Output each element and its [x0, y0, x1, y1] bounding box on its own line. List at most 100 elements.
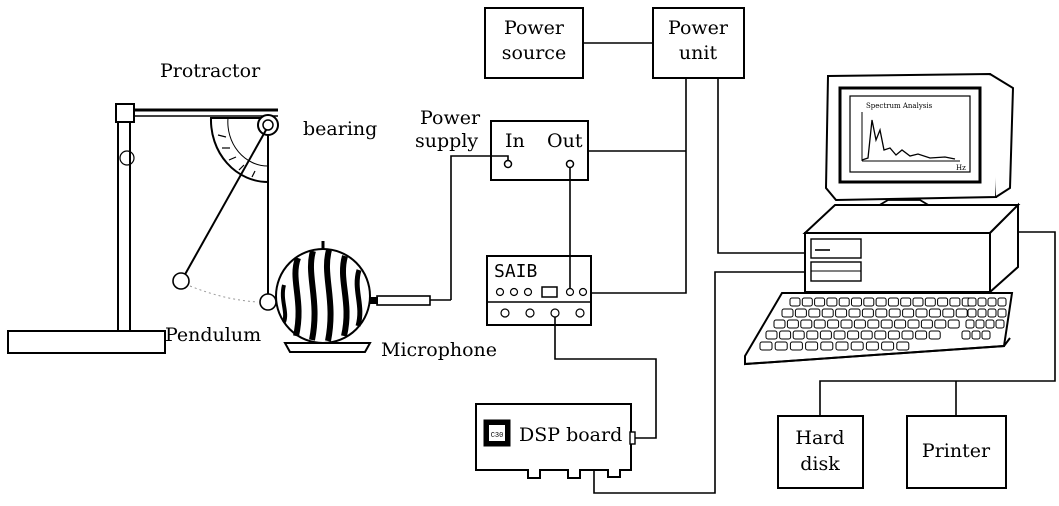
keyboard-key — [967, 297, 977, 307]
keyboard-key — [907, 319, 920, 329]
wire-mic-in — [450, 155, 509, 300]
power-source-label-1: Power — [504, 17, 565, 39]
wire-unit-saib — [591, 78, 687, 294]
dsp-board-card — [475, 403, 632, 479]
keyboard-key — [967, 308, 977, 318]
keyboard-key — [853, 319, 866, 329]
keyboard-key — [840, 319, 853, 329]
keyboard-key — [801, 297, 813, 307]
power-source-label-2: source — [502, 42, 566, 64]
keyboard-key — [934, 319, 947, 329]
wire-unit-computer — [717, 78, 805, 254]
computer-monitor — [824, 72, 1015, 213]
computer-keyboard — [744, 292, 1014, 366]
keyboard-key — [997, 297, 1007, 307]
keyboard-key — [971, 330, 981, 340]
printer-label: Printer — [922, 440, 991, 462]
power-supply-label-1: Power — [420, 107, 481, 129]
keyboard-key — [949, 297, 961, 307]
keyboard-key — [835, 308, 848, 318]
stand-knob — [119, 150, 135, 166]
keyboard-key — [977, 297, 987, 307]
screen-title: Spectrum Analysis — [866, 102, 933, 110]
keyboard-key — [937, 297, 949, 307]
keyboard-key — [924, 297, 936, 307]
keyboard-key — [915, 308, 928, 318]
keyboard-key — [867, 319, 880, 329]
keyboard-key — [838, 297, 850, 307]
keyboard-key — [833, 330, 846, 340]
keyboard-key — [981, 330, 991, 340]
floppy-drive — [810, 238, 862, 259]
keyboard-key — [792, 330, 805, 340]
hard-disk-box — [777, 415, 864, 489]
keyboard-key — [985, 319, 995, 329]
watermelon — [275, 241, 372, 353]
keyboard-key — [881, 341, 895, 351]
keyboard-key — [789, 341, 803, 351]
keyboard-key — [912, 297, 924, 307]
power-supply-box — [490, 120, 589, 181]
hard-disk-label-2: disk — [800, 453, 840, 475]
computer-cpu — [802, 202, 1021, 295]
keyboard-key — [928, 308, 941, 318]
keyboard-key — [773, 319, 786, 329]
keyboard-key — [875, 308, 888, 318]
keyboard-key — [820, 341, 834, 351]
printer-box — [906, 415, 1007, 489]
keyboard-key — [865, 341, 879, 351]
bearing-label: bearing — [303, 118, 377, 140]
keyboard-key — [887, 297, 899, 307]
protractor — [209, 114, 279, 184]
saib-label: SAIB — [494, 261, 537, 282]
keyboard-key — [848, 308, 861, 318]
keyboard-key — [860, 330, 873, 340]
microphone-body — [376, 295, 431, 306]
keyboard-key — [863, 297, 875, 307]
keyboard-key — [920, 319, 933, 329]
keyboard-key — [995, 319, 1005, 329]
screen-axis-label: Hz — [956, 164, 966, 172]
keyboard-key — [808, 308, 821, 318]
keyboard-key — [977, 308, 987, 318]
keyboard-key — [896, 341, 910, 351]
pendulum — [172, 129, 277, 311]
wire-saib-dsp — [554, 317, 657, 439]
keyboard-key — [847, 330, 860, 340]
keyboard-key — [850, 341, 864, 351]
keyboard-key — [789, 297, 801, 307]
spectrum-curve — [861, 119, 956, 161]
keyboard-key — [813, 319, 826, 329]
keyboard-key — [900, 297, 912, 307]
power-unit-label-2: unit — [679, 42, 718, 64]
keyboard-key — [965, 319, 975, 329]
power-supply — [490, 120, 589, 181]
dsp-board-label: DSP board — [519, 424, 622, 446]
keyboard-key — [826, 297, 838, 307]
protractor-label: Protractor — [160, 60, 261, 82]
power-source-box — [484, 7, 584, 79]
keyboard-key — [915, 330, 928, 340]
out-jack — [565, 159, 575, 169]
out-label: Out — [547, 130, 583, 152]
watermelon-stand — [283, 342, 372, 353]
power-unit-box — [652, 7, 745, 79]
stand-base — [7, 330, 166, 354]
keyboard-key — [961, 330, 971, 340]
keyboard-key — [851, 297, 862, 307]
keyboard-key — [888, 308, 901, 318]
pendulum-label: Pendulum — [165, 324, 261, 346]
keyboard-key — [997, 308, 1007, 318]
keyboard-key — [874, 330, 887, 340]
keyboard-key — [781, 308, 794, 318]
keyboard-key — [794, 308, 807, 318]
wire-dsp-computer — [593, 271, 805, 494]
keyboard-key — [819, 330, 832, 340]
saib-amplifier — [486, 255, 592, 326]
keyboard-key — [987, 308, 997, 318]
power-supply-label-2: supply — [415, 130, 478, 152]
hard-disk-label-1: Hard — [795, 427, 844, 449]
protractor-scale — [209, 117, 269, 184]
keyboard-key — [806, 330, 819, 340]
